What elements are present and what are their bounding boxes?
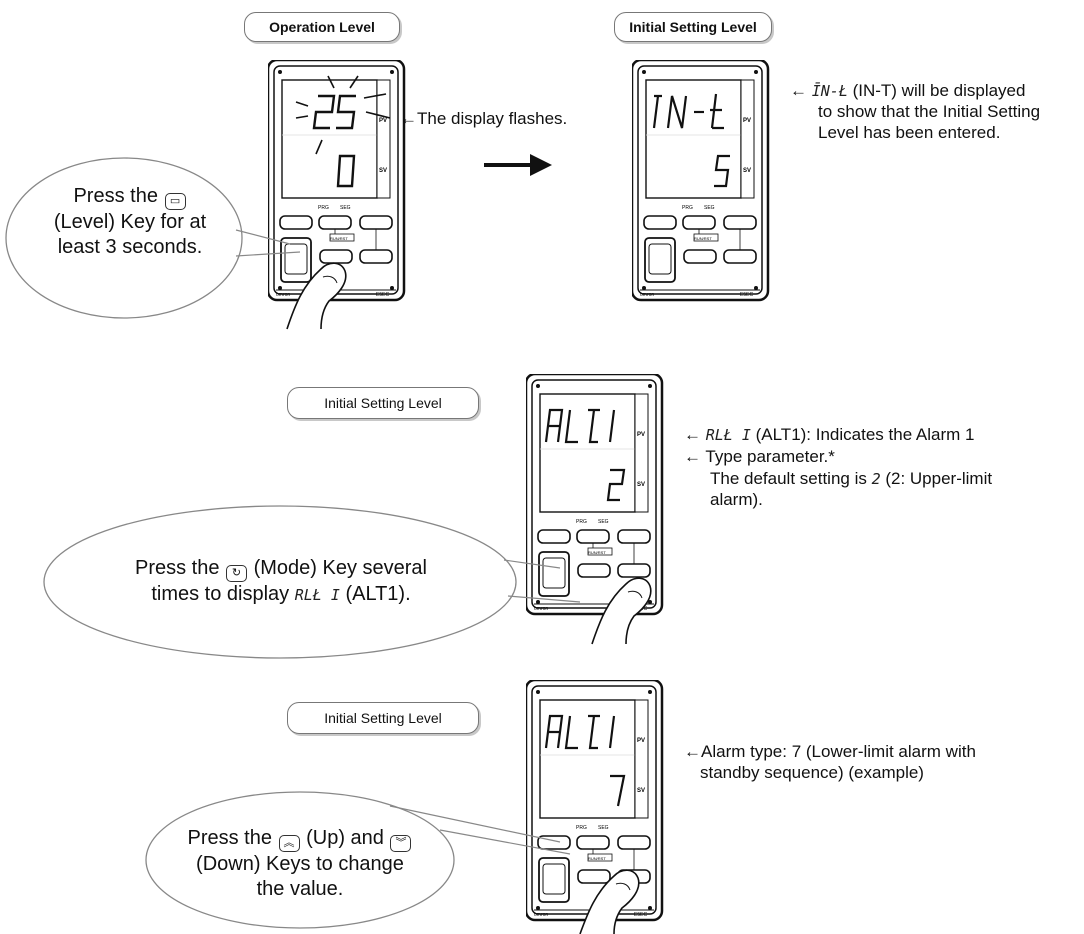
sv-label: SV xyxy=(379,168,387,174)
sv-digits xyxy=(336,154,356,188)
instruction-balloon-1 xyxy=(5,157,301,319)
default-setting-note: The default setting is 2 (2: Upper-limit xyxy=(710,469,993,488)
initial-setting-level-label: Initial Setting Level xyxy=(614,12,772,42)
svg-text:E5EC: E5EC xyxy=(740,292,753,298)
svg-text:SEG: SEG xyxy=(704,205,715,211)
down-key-icon: ︾ xyxy=(390,835,412,852)
in-t-note: ← ĪN-Ł (IN-T) will be displayed xyxy=(790,81,1026,100)
alarm-type-note: ←Alarm type: 7 (Lower-limit alarm with xyxy=(684,742,976,761)
alarm-type-note-2: standby sequence) (example) xyxy=(700,763,924,782)
pv-digits xyxy=(544,714,616,750)
svg-text:PV: PV xyxy=(743,118,751,124)
run-rst-label: RUN/RST xyxy=(330,236,348,241)
prg-label: PRG xyxy=(318,205,329,211)
svg-text:omron: omron xyxy=(534,912,548,918)
svg-text:RUN/RST: RUN/RST xyxy=(694,236,712,241)
mode-key-icon: ↻ xyxy=(226,565,248,582)
sv-digits xyxy=(610,774,626,807)
initial-setting-level-label-3: Initial Setting Level xyxy=(287,702,479,734)
sv-digits xyxy=(714,154,730,188)
svg-text:omron: omron xyxy=(534,606,548,612)
instruction-balloon-3 xyxy=(145,791,571,929)
operation-level-label: Operation Level xyxy=(244,12,400,42)
pv-digits xyxy=(544,408,616,444)
svg-text:RUN/RST: RUN/RST xyxy=(588,550,606,555)
controller-device-initial: PV SV PRG SEG omron E5EC RUN/RST xyxy=(632,60,770,302)
pv-digits xyxy=(312,94,356,130)
svg-text:PRG: PRG xyxy=(576,825,587,831)
model-label: E5EC xyxy=(376,292,389,298)
balloon-3-text: Press the ︽ (Up) and ︾ (Down) Keys to ch… xyxy=(168,826,432,902)
finger-pointer-2 xyxy=(591,577,652,645)
finger-pointer-3 xyxy=(579,869,640,934)
pv-label: PV xyxy=(379,118,387,124)
up-key-icon: ︽ xyxy=(278,835,300,852)
initial-setting-level-label-2: Initial Setting Level xyxy=(287,387,479,419)
level-key-icon: ▭ xyxy=(164,193,186,210)
svg-text:PV: PV xyxy=(637,738,645,744)
balloon-1-text: Press the ▭ (Level) Key for at least 3 s… xyxy=(53,185,207,258)
balloon-2-text: Press the ↻ (Mode) Key several times to … xyxy=(134,557,427,605)
in-t-note-3: Level has been entered. xyxy=(818,123,1001,142)
finger-pointer-1 xyxy=(286,262,347,330)
default-setting-note-2: alarm). xyxy=(710,490,763,509)
svg-text:RUN/RST: RUN/RST xyxy=(588,856,606,861)
sv-digits xyxy=(606,468,626,502)
svg-text:SV: SV xyxy=(637,482,645,488)
svg-text:E5EC: E5EC xyxy=(634,912,647,918)
svg-text:omron: omron xyxy=(640,292,654,298)
sec-label: SEG xyxy=(340,205,351,211)
flash-marks xyxy=(295,75,391,155)
transition-arrow xyxy=(484,154,552,176)
svg-text:PRG: PRG xyxy=(576,519,587,525)
svg-text:SEG: SEG xyxy=(598,825,609,831)
svg-text:SV: SV xyxy=(637,788,645,794)
in-t-note-2: to show that the Initial Setting xyxy=(818,102,1041,121)
svg-text:PV: PV xyxy=(637,432,645,438)
display-flashes-note: ←The display flashes. xyxy=(400,109,568,128)
svg-text:PRG: PRG xyxy=(682,205,693,211)
instruction-balloon-2 xyxy=(43,505,581,659)
brand-label: omron xyxy=(276,292,290,298)
svg-text:SV: SV xyxy=(743,168,751,174)
pv-digits xyxy=(652,93,724,130)
controller-device-alt1-changed: PV SV PRG SEG omron E5EC RUN/RST xyxy=(526,680,664,922)
type-param-note: ← Type parameter.* xyxy=(684,447,835,466)
alt1-note: ← RLŁ I (ALT1): Indicates the Alarm 1 xyxy=(684,425,975,444)
svg-text:SEG: SEG xyxy=(598,519,609,525)
controller-device-operation: PV SV PRG SEG omron E5EC RUN/RST xyxy=(268,60,406,302)
